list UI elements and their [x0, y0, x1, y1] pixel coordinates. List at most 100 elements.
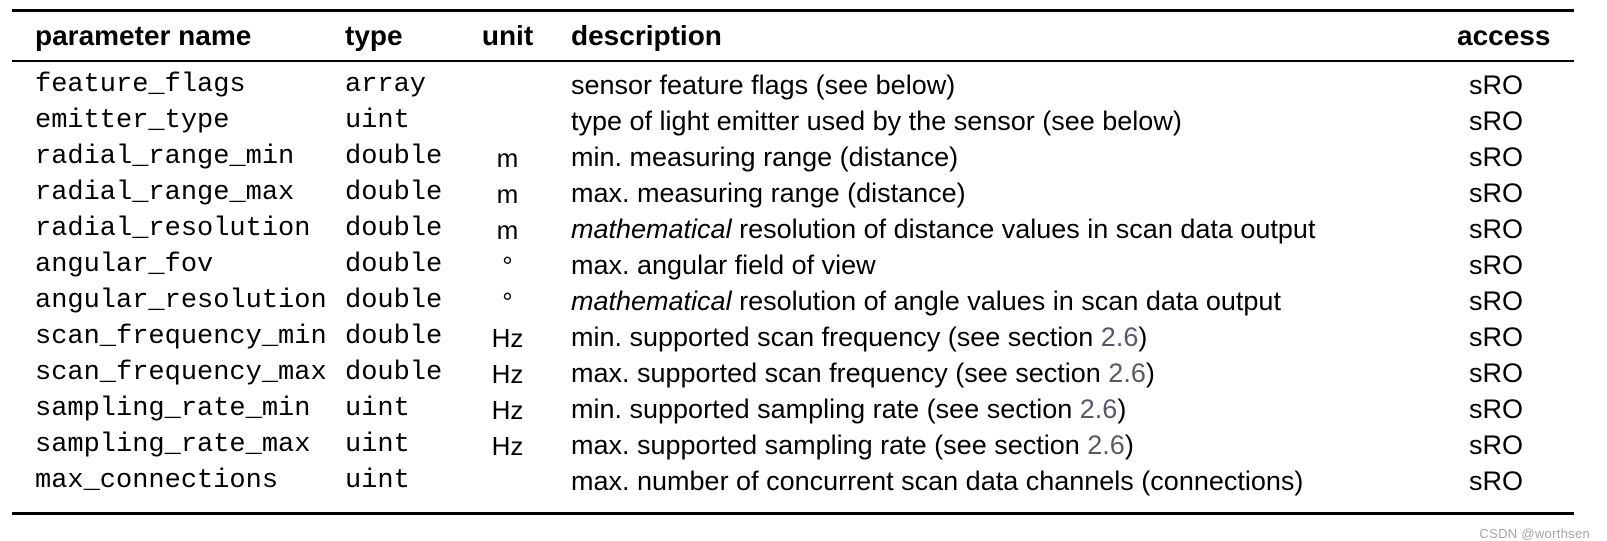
access-cell: sRO	[1469, 322, 1523, 352]
section-link[interactable]: 2.6	[1079, 394, 1118, 424]
table-row: radial_range_min double m min. measuring…	[12, 140, 1574, 176]
access-cell: sRO	[1469, 466, 1523, 496]
description-cell: min. supported scan frequency (see secti…	[555, 320, 1457, 356]
table-row: feature_flags array sensor feature flags…	[12, 61, 1574, 104]
description-cell: mathematical resolution of distance valu…	[555, 212, 1457, 248]
param-name-cell: radial_resolution	[35, 214, 311, 244]
description-text: max. supported scan frequency (see secti…	[571, 358, 1109, 388]
unit-cell: °	[502, 286, 513, 317]
col-header-type: type	[345, 10, 460, 62]
description-text: max. angular field of view	[571, 250, 876, 280]
type-cell: double	[345, 250, 443, 280]
description-cell: min. supported sampling rate (see sectio…	[555, 392, 1457, 428]
unit-cell: Hz	[491, 394, 524, 425]
description-suffix: )	[1138, 322, 1148, 352]
description-cell: type of light emitter used by the sensor…	[555, 104, 1457, 140]
access-cell: sRO	[1469, 358, 1523, 388]
access-cell: sRO	[1469, 214, 1523, 244]
param-name-cell: sampling_rate_min	[35, 394, 311, 424]
param-name-cell: scan_frequency_max	[35, 358, 327, 388]
unit-cell: °	[502, 250, 513, 281]
type-cell: array	[345, 70, 427, 100]
unit-cell: Hz	[491, 322, 524, 353]
table-row: radial_range_max double m max. measuring…	[12, 176, 1574, 212]
description-suffix: )	[1117, 394, 1127, 424]
description-text: sensor feature flags (see below)	[571, 70, 956, 100]
access-cell: sRO	[1469, 142, 1523, 172]
access-cell: sRO	[1469, 430, 1523, 460]
description-italic: mathematical	[571, 286, 732, 316]
unit-cell	[460, 464, 555, 514]
unit-cell: m	[496, 178, 519, 209]
description-cell: max. number of concurrent scan data chan…	[555, 464, 1457, 514]
description-suffix: )	[1124, 430, 1134, 460]
table-row: angular_fov double ° max. angular field …	[12, 248, 1574, 284]
type-cell: double	[345, 286, 443, 316]
description-text: resolution of angle values in scan data …	[731, 286, 1281, 316]
section-link[interactable]: 2.6	[1100, 322, 1139, 352]
col-header-unit: unit	[460, 10, 555, 62]
description-text: max. measuring range (distance)	[571, 178, 966, 208]
section-link[interactable]: 2.6	[1087, 430, 1125, 460]
description-text: min. supported scan frequency (see secti…	[571, 322, 1101, 352]
access-cell: sRO	[1469, 70, 1523, 100]
csdn-watermark: CSDN @worthsen	[1479, 526, 1590, 541]
type-cell: uint	[345, 106, 410, 136]
table-row: scan_frequency_min double Hz min. suppor…	[12, 320, 1574, 356]
param-name-cell: max_connections	[35, 466, 279, 496]
param-name-cell: angular_fov	[35, 250, 214, 280]
description-cell: max. measuring range (distance)	[555, 176, 1457, 212]
description-text: min. supported sampling rate (see sectio…	[571, 394, 1080, 424]
access-cell: sRO	[1469, 178, 1523, 208]
param-name-cell: emitter_type	[35, 106, 230, 136]
table-row: sampling_rate_min uint Hz min. supported…	[12, 392, 1574, 428]
unit-cell: m	[496, 142, 519, 173]
param-name-cell: radial_range_max	[35, 178, 295, 208]
type-cell: double	[345, 214, 443, 244]
param-name-cell: scan_frequency_min	[35, 322, 327, 352]
col-header-description: description	[555, 10, 1457, 62]
table-row: emitter_type uint type of light emitter …	[12, 104, 1574, 140]
param-name-cell: feature_flags	[35, 70, 246, 100]
type-cell: uint	[345, 394, 410, 424]
description-text: max. supported sampling rate (see sectio…	[571, 430, 1088, 460]
unit-cell	[460, 61, 555, 104]
col-header-access: access	[1457, 10, 1574, 62]
description-italic: mathematical	[571, 214, 732, 244]
access-cell: sRO	[1469, 286, 1523, 316]
param-name-cell: angular_resolution	[35, 286, 327, 316]
description-cell: min. measuring range (distance)	[555, 140, 1457, 176]
description-cell: max. supported scan frequency (see secti…	[555, 356, 1457, 392]
table-header: parameter name type unit description acc…	[12, 10, 1574, 62]
type-cell: double	[345, 322, 443, 352]
type-cell: uint	[345, 466, 410, 496]
document-page: parameter name type unit description acc…	[0, 9, 1607, 541]
table-body: feature_flags array sensor feature flags…	[12, 61, 1574, 514]
type-cell: double	[345, 358, 443, 388]
col-header-parameter-name: parameter name	[12, 10, 345, 62]
unit-cell	[460, 104, 555, 140]
description-text: min. measuring range (distance)	[571, 142, 959, 172]
description-cell: sensor feature flags (see below)	[555, 61, 1457, 104]
section-link[interactable]: 2.6	[1108, 358, 1146, 388]
table-row: angular_resolution double ° mathematical…	[12, 284, 1574, 320]
table-row: max_connections uint max. number of conc…	[12, 464, 1574, 514]
description-suffix: )	[1145, 358, 1155, 388]
table-row: sampling_rate_max uint Hz max. supported…	[12, 428, 1574, 464]
table-row: scan_frequency_max double Hz max. suppor…	[12, 356, 1574, 392]
unit-cell: Hz	[491, 358, 524, 389]
access-cell: sRO	[1469, 106, 1523, 136]
type-cell: uint	[345, 430, 410, 460]
param-name-cell: radial_range_min	[35, 142, 295, 172]
header-row: parameter name type unit description acc…	[12, 10, 1574, 62]
type-cell: double	[345, 142, 443, 172]
description-text: resolution of distance values in scan da…	[731, 214, 1316, 244]
description-text: max. number of concurrent scan data chan…	[571, 466, 1304, 496]
description-text: type of light emitter used by the sensor…	[571, 106, 1182, 136]
description-cell: max. supported sampling rate (see sectio…	[555, 428, 1457, 464]
unit-cell: Hz	[491, 430, 524, 461]
description-cell: mathematical resolution of angle values …	[555, 284, 1457, 320]
type-cell: double	[345, 178, 443, 208]
description-cell: max. angular field of view	[555, 248, 1457, 284]
access-cell: sRO	[1469, 250, 1523, 280]
